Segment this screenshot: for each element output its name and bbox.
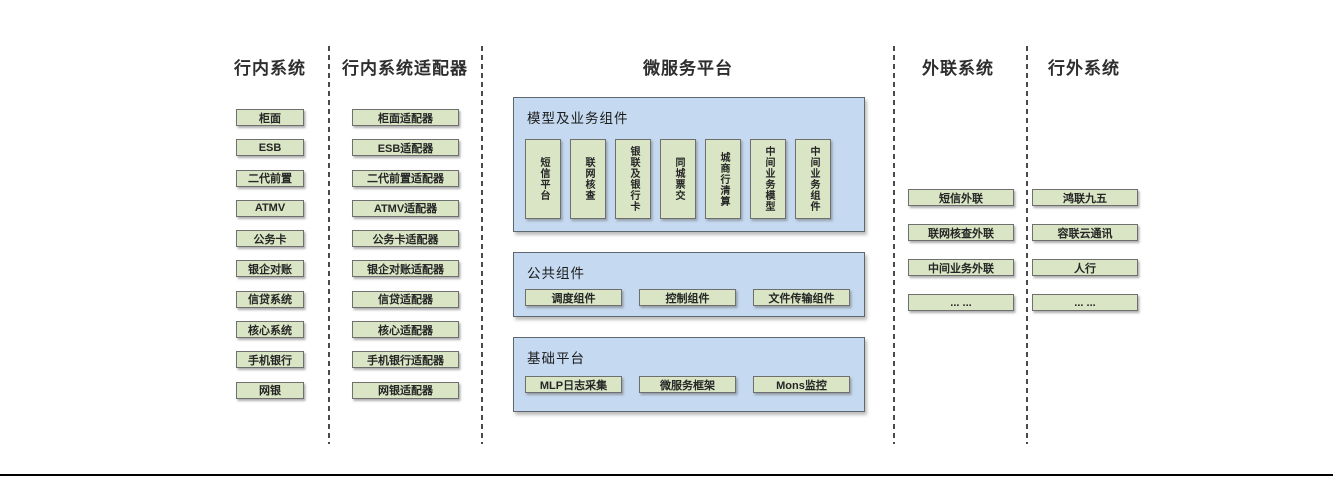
component-box: 同城票交 <box>660 139 696 219</box>
component-box: 短信平台 <box>525 139 561 219</box>
internal-systems-column: 柜面 ESB 二代前置 ATMV 公务卡 银企对账 信贷系统 核心系统 手机银行… <box>236 109 304 412</box>
component-box: 银联及银行卡 <box>615 139 651 219</box>
adapter-box: 二代前置适配器 <box>352 169 459 187</box>
adapter-box: ATMV适配器 <box>352 199 459 217</box>
system-box: 核心系统 <box>236 321 304 339</box>
column-header-external-link-systems: 外联系统 <box>922 59 994 78</box>
component-label: 中间业务组件 <box>808 146 819 212</box>
system-box: 公务卡 <box>236 230 304 248</box>
adapter-box: 手机银行适配器 <box>352 351 459 369</box>
outside-system-box: 容联云通讯 <box>1032 224 1138 241</box>
panel-base-platform: 基础平台 MLP日志采集 微服务框架 Mons监控 <box>513 337 865 412</box>
adapter-box: 柜面适配器 <box>352 109 459 126</box>
system-box: ATMV <box>236 199 304 217</box>
component-label: 中间业务模型 <box>763 146 774 212</box>
component-box: 中间业务组件 <box>795 139 831 219</box>
component-box: MLP日志采集 <box>525 376 622 393</box>
component-label: 联网核查 <box>583 157 594 201</box>
external-link-box: 中间业务外联 <box>908 259 1014 276</box>
component-box: 微服务框架 <box>639 376 736 393</box>
component-label: 银联及银行卡 <box>628 146 639 212</box>
vertical-component-row: 短信平台 联网核查 银联及银行卡 同城票交 城商行清算 中间业务模型 中间业务组… <box>525 139 831 219</box>
system-box: 手机银行 <box>236 351 304 369</box>
column-divider <box>1026 46 1028 444</box>
outside-system-box: ... ... <box>1032 294 1138 311</box>
outside-system-box: 人行 <box>1032 259 1138 276</box>
component-box: 联网核查 <box>570 139 606 219</box>
system-box: ESB <box>236 139 304 157</box>
column-divider <box>893 46 895 444</box>
component-label: 短信平台 <box>538 157 549 201</box>
external-link-box: ... ... <box>908 294 1014 311</box>
component-box: 中间业务模型 <box>750 139 786 219</box>
adapter-box: 网银适配器 <box>352 381 459 399</box>
column-header-internal-systems: 行内系统 <box>234 59 306 78</box>
column-header-outside-systems: 行外系统 <box>1048 59 1120 78</box>
adapter-box: ESB适配器 <box>352 139 459 157</box>
panel-label: 模型及业务组件 <box>527 111 629 126</box>
column-divider <box>481 46 483 444</box>
adapter-box: 信贷适配器 <box>352 290 459 308</box>
bottom-border-line <box>0 474 1333 476</box>
column-divider <box>328 46 330 444</box>
internal-adapters-column: 柜面适配器 ESB适配器 二代前置适配器 ATMV适配器 公务卡适配器 银企对账… <box>352 109 459 412</box>
external-link-column: 短信外联 联网核查外联 中间业务外联 ... ... <box>908 189 1014 329</box>
component-box: Mons监控 <box>753 376 850 393</box>
panel-model-business-components: 模型及业务组件 短信平台 联网核查 银联及银行卡 同城票交 城商行清算 中间业务… <box>513 97 865 232</box>
system-box: 二代前置 <box>236 169 304 187</box>
component-box: 控制组件 <box>639 289 736 306</box>
system-box: 银企对账 <box>236 260 304 278</box>
panel-label: 公共组件 <box>527 266 585 281</box>
component-row: MLP日志采集 微服务框架 Mons监控 <box>525 376 850 393</box>
system-box: 网银 <box>236 381 304 399</box>
external-link-box: 短信外联 <box>908 189 1014 206</box>
component-label: 同城票交 <box>673 157 684 201</box>
adapter-box: 银企对账适配器 <box>352 260 459 278</box>
column-header-internal-adapters: 行内系统适配器 <box>342 59 468 78</box>
component-label: 城商行清算 <box>718 151 729 207</box>
component-box: 文件传输组件 <box>753 289 850 306</box>
component-row: 调度组件 控制组件 文件传输组件 <box>525 289 850 306</box>
adapter-box: 公务卡适配器 <box>352 230 459 248</box>
column-header-microservice-platform: 微服务平台 <box>643 59 733 78</box>
outside-system-box: 鸿联九五 <box>1032 189 1138 206</box>
external-link-box: 联网核查外联 <box>908 224 1014 241</box>
adapter-box: 核心适配器 <box>352 321 459 339</box>
component-box: 城商行清算 <box>705 139 741 219</box>
panel-common-components: 公共组件 调度组件 控制组件 文件传输组件 <box>513 252 865 317</box>
system-box: 信贷系统 <box>236 290 304 308</box>
panel-label: 基础平台 <box>527 351 585 366</box>
system-box: 柜面 <box>236 109 304 126</box>
component-box: 调度组件 <box>525 289 622 306</box>
outside-systems-column: 鸿联九五 容联云通讯 人行 ... ... <box>1032 189 1138 329</box>
